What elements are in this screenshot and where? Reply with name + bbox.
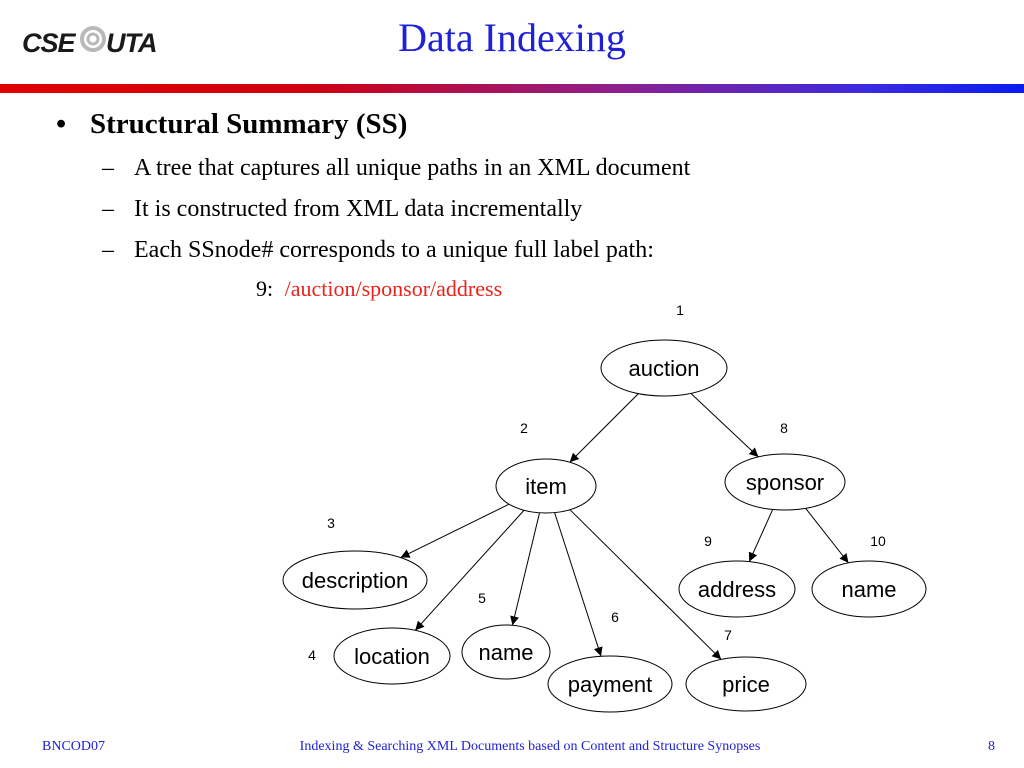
tree-node-label: payment bbox=[568, 672, 652, 697]
tree-edge-2-7 bbox=[569, 509, 722, 660]
tree-node-number: 5 bbox=[478, 590, 486, 606]
example-path-value: /auction/sponsor/address bbox=[284, 276, 503, 301]
main-bullet-text: Structural Summary (SS) bbox=[90, 108, 408, 140]
tree-node-number: 1 bbox=[676, 302, 684, 318]
tree-node-number: 4 bbox=[308, 647, 316, 663]
tree-node-label: name bbox=[478, 640, 533, 665]
tree-node-number: 10 bbox=[870, 533, 886, 549]
logo-text-cse: CSE bbox=[22, 28, 76, 58]
tree-edge-2-3 bbox=[400, 503, 510, 559]
tree-node-label: location bbox=[354, 644, 430, 669]
footer-page-number: 8 bbox=[988, 739, 995, 754]
tree-nodes: auction 1 item 2 sponsor 8 description 3 locatio… bbox=[282, 302, 927, 713]
tree-node-9: address 9 bbox=[678, 533, 796, 618]
tree-node-8: sponsor 8 bbox=[724, 420, 846, 511]
tree-node-ellipse bbox=[461, 624, 551, 680]
tree-node-ellipse bbox=[724, 453, 846, 511]
tree-node-label: sponsor bbox=[746, 470, 824, 495]
page-title: Data Indexing bbox=[398, 15, 626, 60]
tree-edge-8-10 bbox=[805, 507, 849, 564]
tree-node-number: 6 bbox=[611, 609, 619, 625]
tree-node-10: name 10 bbox=[811, 533, 927, 618]
footer-title: Indexing & Searching XML Documents based… bbox=[299, 739, 761, 754]
tree-node-7: price 7 bbox=[685, 627, 807, 712]
tree-node-label: price bbox=[722, 672, 770, 697]
cse-uta-logo: CSE UTA bbox=[22, 24, 162, 64]
tree-edge-1-2 bbox=[569, 393, 639, 463]
tree-edge-2-5 bbox=[510, 512, 541, 626]
tree-node-4: location 4 bbox=[308, 627, 451, 685]
tree-node-3: description 3 bbox=[282, 515, 428, 610]
title-divider bbox=[0, 84, 1024, 93]
example-path-number: 9: bbox=[256, 276, 274, 301]
tree-node-ellipse bbox=[811, 560, 927, 618]
tree-node-number: 8 bbox=[780, 420, 788, 436]
tree-edge-2-4 bbox=[414, 509, 525, 631]
at-symbol-icon bbox=[80, 26, 106, 52]
tree-edges bbox=[400, 392, 849, 660]
tree-node-2: item 2 bbox=[495, 420, 597, 514]
footer-conference: BNCOD07 bbox=[42, 739, 106, 754]
tree-node-ellipse bbox=[495, 458, 597, 514]
tree-edge-8-9 bbox=[748, 509, 774, 562]
logo-text-uta: UTA bbox=[106, 28, 157, 58]
tree-node-label: address bbox=[698, 577, 776, 602]
tree-node-number: 7 bbox=[724, 627, 732, 643]
tree-node-label: description bbox=[302, 568, 408, 593]
tree-edge-1-8 bbox=[690, 392, 759, 458]
tree-edge-2-6 bbox=[554, 512, 603, 657]
tree-node-ellipse bbox=[333, 627, 451, 685]
tree-node-1: auction 1 bbox=[600, 302, 728, 397]
tree-node-ellipse bbox=[600, 339, 728, 397]
tree-node-number: 3 bbox=[327, 515, 335, 531]
tree-node-ellipse bbox=[282, 550, 428, 610]
tree-node-ellipse bbox=[547, 655, 673, 713]
tree-node-label: item bbox=[525, 474, 567, 499]
tree-node-ellipse bbox=[685, 656, 807, 712]
tree-node-6: payment 6 bbox=[547, 609, 673, 713]
tree-node-number: 2 bbox=[520, 420, 528, 436]
tree-node-label: auction bbox=[629, 356, 700, 381]
tree-node-ellipse bbox=[678, 560, 796, 618]
tree-node-label: name bbox=[841, 577, 896, 602]
tree-node-5: name 5 bbox=[461, 590, 551, 680]
example-path: 9: /auction/sponsor/address bbox=[256, 276, 502, 302]
tree-node-number: 9 bbox=[704, 533, 712, 549]
